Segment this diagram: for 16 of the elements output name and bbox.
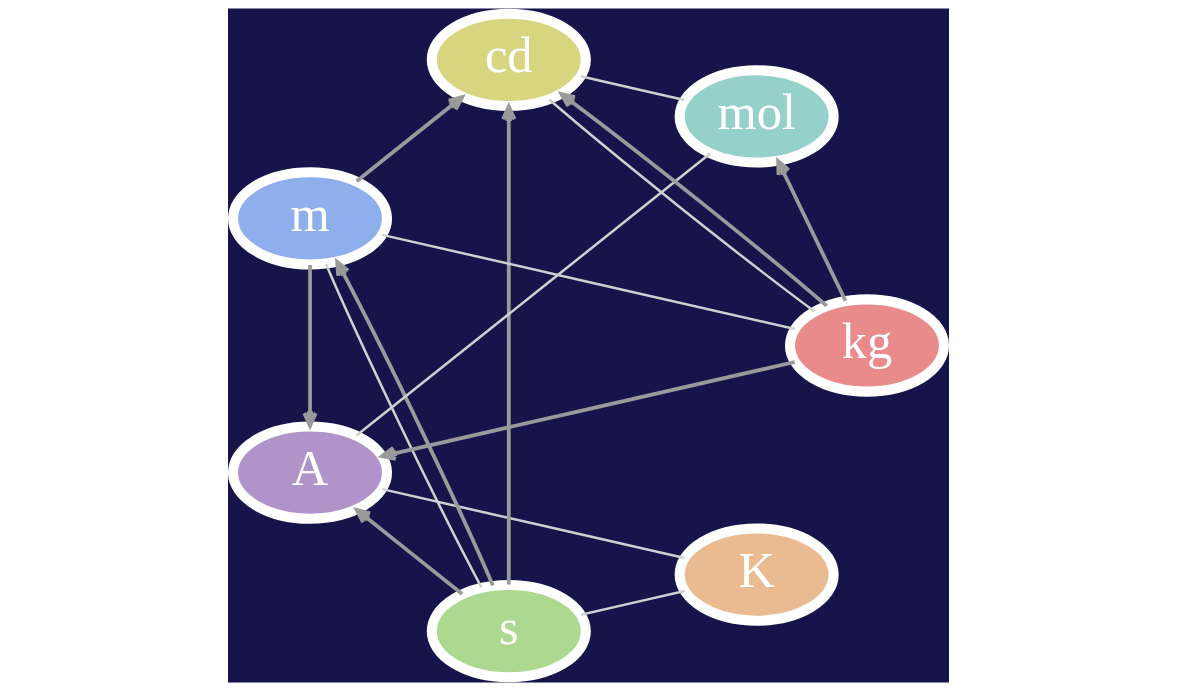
arrow	[302, 265, 318, 428]
arrow	[776, 159, 848, 302]
connector	[382, 487, 685, 560]
arrow	[380, 360, 796, 461]
node-ellipse: kg	[784, 294, 949, 397]
arrow	[501, 104, 517, 585]
arrow	[355, 95, 465, 183]
node-ellipse: m	[228, 167, 393, 270]
node-ellipse: s	[426, 580, 591, 683]
node-ellipse: mol	[674, 65, 839, 168]
connector	[355, 152, 711, 437]
arrow	[354, 507, 464, 596]
node-ellipse: K	[674, 523, 839, 626]
connector	[382, 233, 796, 331]
connector	[580, 589, 685, 616]
connector	[580, 75, 685, 102]
